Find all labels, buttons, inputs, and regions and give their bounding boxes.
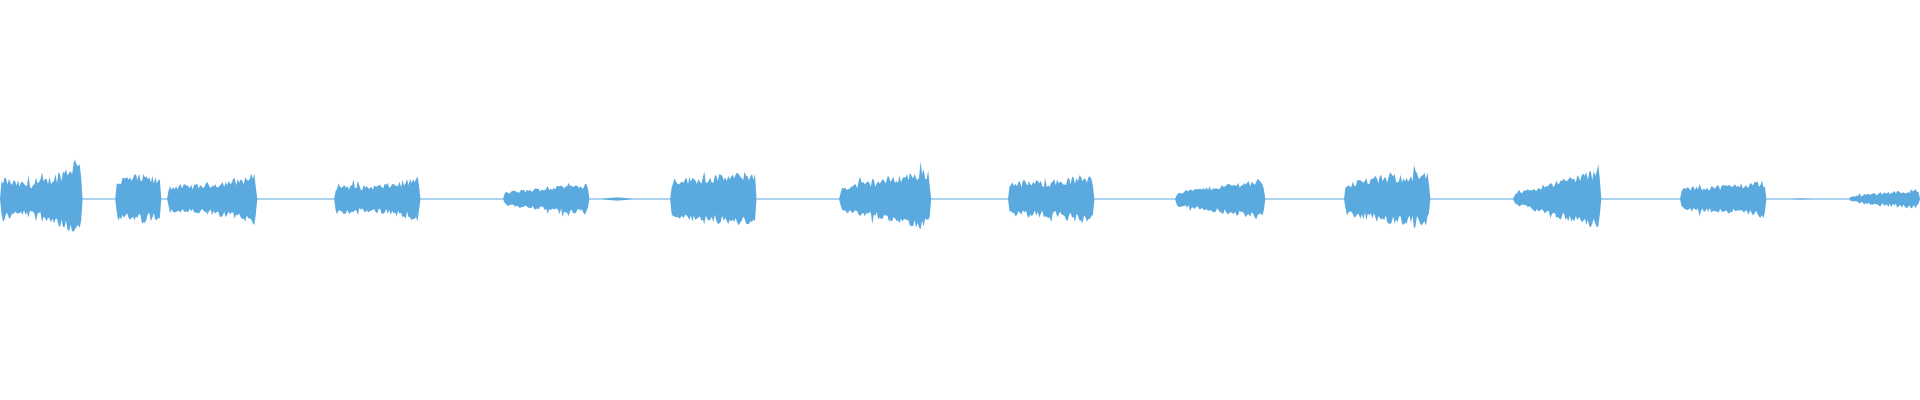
waveform-segment: [670, 171, 757, 226]
waveform-segment: [334, 176, 421, 222]
waveform-blip: [595, 197, 640, 201]
waveform-segment: [115, 173, 162, 224]
waveform-segment: [839, 161, 932, 230]
waveform-segment: [503, 182, 590, 218]
waveform-blip: [1770, 198, 1834, 200]
waveform-segment: [1680, 180, 1767, 219]
waveform-segment: [167, 173, 258, 225]
waveform-layer: [0, 159, 1920, 232]
waveform-segment: [1175, 178, 1266, 220]
waveform-segment: [1513, 164, 1602, 228]
waveform-segment: [0, 159, 83, 232]
waveform-segment: [1849, 189, 1920, 209]
waveform-segment: [1344, 164, 1431, 229]
waveform-segment: [1008, 175, 1095, 224]
